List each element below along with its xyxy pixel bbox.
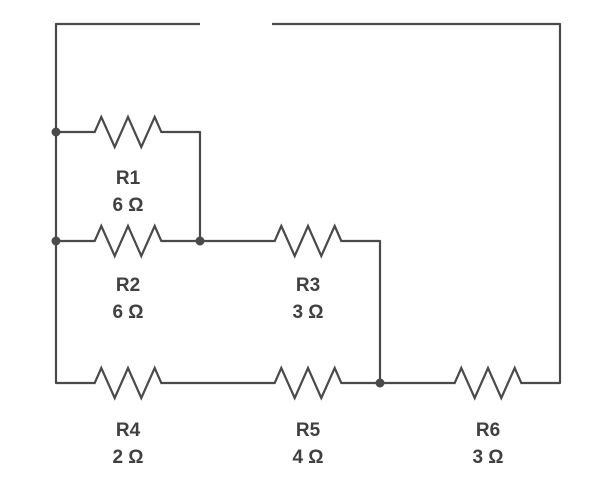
resistor-r6 — [448, 365, 528, 401]
resistor-labels: R1 6 Ω R2 6 Ω R3 3 Ω R4 2 Ω R5 4 Ω R6 3 … — [112, 168, 503, 468]
r4-value-label: 2 Ω — [112, 447, 143, 468]
r3-value-label: 3 Ω — [292, 302, 323, 323]
junction-node — [51, 236, 61, 246]
resistor-r4 — [88, 365, 168, 401]
r5-value-label: 4 Ω — [292, 447, 323, 468]
r1-name-label: R1 — [116, 168, 141, 189]
wire-top-right — [272, 22, 562, 385]
wire-top-left — [54, 22, 200, 385]
resistor-r2 — [88, 223, 168, 259]
wire-r1-right — [168, 130, 202, 241]
junction-node — [375, 378, 385, 388]
junction-node — [195, 236, 205, 246]
junction-nodes — [51, 127, 385, 388]
r4-name-label: R4 — [116, 420, 141, 441]
r5-name-label: R5 — [296, 420, 321, 441]
r3-name-label: R3 — [296, 275, 320, 296]
r6-value-label: 3 Ω — [472, 447, 503, 468]
junction-node — [51, 127, 61, 137]
r6-name-label: R6 — [476, 420, 500, 441]
wires — [54, 22, 562, 385]
r1-value-label: 6 Ω — [112, 195, 143, 216]
resistor-r1 — [88, 114, 168, 150]
wire-r3-right — [348, 239, 382, 383]
r2-name-label: R2 — [116, 275, 140, 296]
resistor-r3 — [268, 223, 348, 259]
resistor-r5 — [268, 365, 348, 401]
r2-value-label: 6 Ω — [112, 302, 143, 323]
resistors — [88, 114, 528, 401]
